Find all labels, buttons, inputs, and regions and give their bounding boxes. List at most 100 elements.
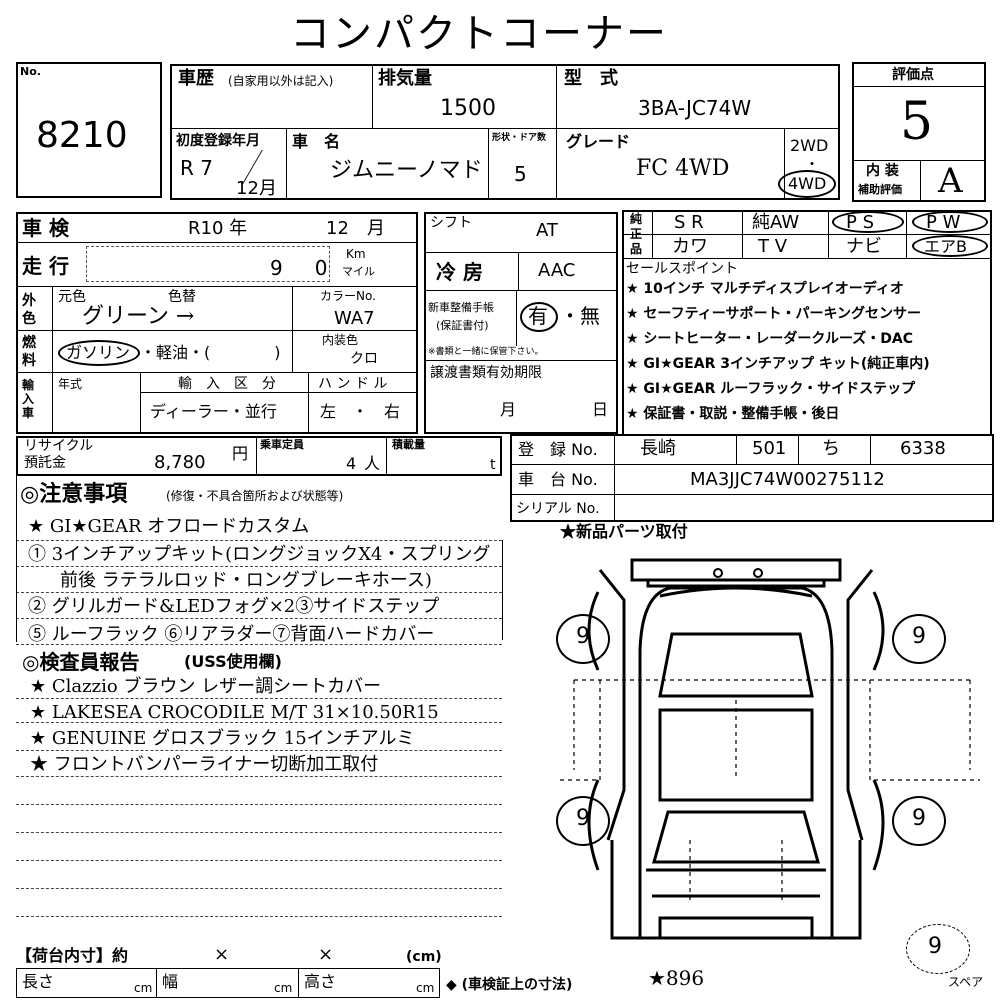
recycle-sublabel: 預託金 (24, 455, 66, 471)
manual-yes: 有 (528, 304, 548, 328)
sales-point: ★ GI★GEAR 3インチアップ キット(純正車内) (626, 356, 930, 372)
first-reg-label: 初度登録年月 (176, 133, 260, 149)
displacement-value: 1500 (440, 96, 496, 121)
cargo-length-unit: cm (134, 981, 153, 995)
color-code-label: カラーNo. (320, 289, 376, 303)
notes-line: 前後 ラテラルロッド・ロングブレーキホース) (60, 570, 432, 591)
mileage-digits: 9 0 (270, 256, 334, 280)
import-kind-label: 輸 入 区 分 (178, 376, 276, 392)
import-kind-value: ディーラー・並行 (150, 402, 277, 421)
cargo-label: 【荷台内寸】約 (16, 946, 129, 965)
fuel-gasoline: ガソリン (66, 343, 131, 362)
spare-label: スペア (948, 975, 984, 989)
equip-alloy: 純AW (752, 212, 800, 233)
transfer-month: 月 (500, 400, 517, 419)
transfer-day: 日 (592, 400, 609, 419)
inspector-subtitle: (USS使用欄) (184, 652, 282, 671)
sales-point: ★ 保証書・取説・整備手帳・後日 (626, 406, 840, 422)
handle-label: ハ ン ド ル (318, 376, 388, 392)
grade-label: グレード (566, 132, 631, 151)
notes-line: ② グリルガード&LEDフォグ×2③サイドステップ (28, 596, 440, 617)
serial-label: シリアル No. (516, 501, 600, 517)
fuel-gasoline-circle (58, 340, 140, 366)
equip-ps: P S (846, 212, 875, 233)
score-box (852, 62, 986, 202)
registration-kana: ち (822, 438, 840, 459)
equip-side-label: 純正品 (630, 212, 643, 256)
doors-value: 5 (514, 162, 527, 186)
vehicle-info-block (16, 212, 418, 434)
equip-pw: P W (926, 212, 961, 233)
recycle-block (16, 436, 502, 476)
load-label: 積載量 (392, 438, 425, 451)
exterior-changed-label: 色替 (168, 289, 196, 305)
registration-block (510, 434, 994, 522)
parts-note: ★新品パーツ取付 (560, 522, 688, 541)
registration-number: 6338 (900, 438, 946, 459)
inspector-title: ◎検査員報告 (22, 650, 140, 674)
sales-point: ★ シートヒーター・レーダークルーズ・DAC (626, 331, 914, 347)
exterior-orig-label: 元色 (58, 289, 86, 305)
manual-note: ※書類と一緒に保管下さい。 (428, 347, 544, 357)
cargo-dims-block (16, 968, 440, 998)
interior-value: A (938, 161, 963, 201)
tire-rear-left-value: 9 (576, 624, 590, 649)
aircon-value: AAC (538, 260, 576, 281)
registration-label: 登 録 No. (518, 440, 598, 459)
recycle-unit: 円 (232, 444, 249, 463)
sales-point: ★ GI★GEAR ルーフラック・サイドステップ (626, 381, 916, 397)
drive-2wd: 2WD (790, 136, 829, 155)
model-code-value: 3BA-JC74W (638, 96, 752, 120)
registration-area: 長崎 (640, 438, 676, 459)
tire-rear-right-value: 9 (912, 624, 926, 649)
cargo-width-unit: cm (274, 981, 293, 995)
inspector-line: ★ GENUINE グロスブラック 15インチアルミ (30, 728, 415, 749)
history-note: (自家用以外は記入) (228, 74, 334, 88)
manual-yes-circle (520, 302, 558, 332)
cargo-width-label: 幅 (162, 972, 179, 991)
equip-airbag-circle (912, 235, 988, 257)
cargo-x1: × (214, 944, 230, 965)
header-block (170, 64, 840, 200)
drive-4wd-circle (778, 170, 836, 198)
recycle-label: リサイクル (24, 438, 94, 454)
aircon-label: 冷 房 (436, 260, 483, 284)
car-name-label: 車 名 (292, 132, 341, 151)
color-code-value: WA7 (334, 308, 375, 329)
manual-label: 新車整備手帳 (428, 301, 494, 314)
mileage-label: 走 行 (22, 254, 69, 278)
inspector-line: ★ LAKESEA CROCODILE M/T 31×10.50R15 (30, 702, 439, 723)
equip-sr: S R (674, 212, 704, 233)
cargo-note: ◆ (車検証上の寸法) (446, 977, 573, 993)
recycle-value: 8,780 (154, 452, 206, 473)
lot-box (16, 62, 162, 198)
manual-no: ・無 (560, 304, 600, 328)
tire-front-left-circle (556, 796, 610, 846)
interior-sublabel: 補助評価 (858, 183, 902, 196)
cargo-x2: × (318, 944, 334, 965)
notes-line: ⑤ ルーフラック ⑥リアラダー⑦背面ハードカバー (28, 624, 435, 645)
notes-subtitle: (修復・不具合箇所および状態等) (166, 489, 344, 503)
seats-unit: 人 (364, 454, 381, 473)
shift-value: AT (536, 220, 558, 241)
drive-4wd: 4WD (788, 174, 827, 193)
import-year-label: 年式 (58, 377, 83, 391)
first-reg-year: R 7 (180, 156, 213, 180)
notes-line: ① 3インチアップキット(ロングジョックX4・スプリング (28, 544, 491, 565)
grade-value: FC 4WD (636, 156, 730, 181)
car-name-value: ジムニーノマド (330, 158, 483, 183)
chassis-label: 車 台 No. (518, 470, 598, 489)
doors-label: 形状・ドア数 (492, 133, 547, 143)
history-label: 車歴 (178, 68, 214, 89)
import-label: 輸入車 (22, 378, 35, 420)
score-value: 5 (900, 92, 934, 152)
stock-number: ★896 (648, 966, 705, 990)
tire-rear-left-circle (556, 614, 610, 664)
inspector-line: ★ フロントバンパーライナー切断加工取付 (30, 754, 379, 775)
fuel-other: ・軽油・( ) (140, 343, 281, 362)
exterior-label: 外色 (22, 293, 36, 327)
seats-label: 乗車定員 (260, 438, 304, 451)
interior-color-value: クロ (350, 351, 378, 367)
manual-sublabel: (保証書付) (436, 319, 489, 332)
tire-front-right-circle (892, 796, 946, 846)
